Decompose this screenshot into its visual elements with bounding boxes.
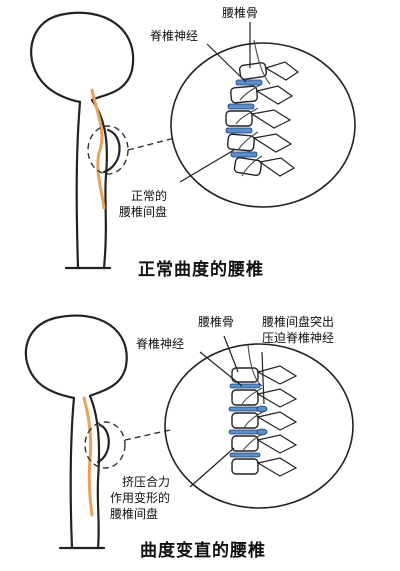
disc-normal [235,79,263,86]
label-disc-line3: 腰椎间盘 [110,506,158,521]
vertebra [231,458,259,475]
disc-normal [227,103,255,110]
figure-head-left [30,13,82,104]
vertebra [233,156,263,177]
panel-title-straightened: 曲度变直的腰椎 [140,540,266,561]
spinous-process [256,411,298,431]
figure-back [88,394,101,550]
label-disc-line1: 挤压合力 [122,474,170,489]
figure-head-left [24,316,76,400]
spinous-process [256,365,298,385]
lumbar-highlight-circle [87,125,129,175]
magnified-spine-normal [170,39,356,208]
label-disc-line1: 正常的 [131,188,167,203]
herniated-disc-bulge [256,405,268,413]
figure-normal [30,11,135,270]
lumbar-highlight-circle [84,421,126,469]
magnify-circle [164,343,354,509]
leader-nerve [206,43,247,83]
panel-normal-curvature: 腰椎骨 脊椎神经 正常的 腰椎间盘 正常曲度的腰椎 [30,5,356,280]
spine-curve-normal [90,88,106,210]
figure-buttock [102,128,121,174]
figure-straightened [24,314,128,550]
spinous-process [258,157,296,177]
zoom-connector [127,137,176,151]
label-disc-line2: 腰椎间盘 [119,204,167,219]
leader-disc [189,447,235,488]
spinal-nerve [235,107,259,125]
spinous-process [264,61,300,81]
disc-compressed [229,383,261,389]
leader-disc [179,149,235,183]
spinal-nerve [243,410,265,429]
disc-compressed [228,429,261,435]
vertebra [238,62,268,80]
label-spinal-nerve: 脊椎神经 [136,336,184,351]
vertebra [231,435,259,452]
figure-front [69,396,76,550]
herniated-disc-bulge [256,428,268,436]
label-disc-line2: 作用变形的 [110,490,170,505]
magnified-spine-straightened [164,343,354,509]
spinal-nerve [237,131,259,151]
label-vertebra: 腰椎骨 [222,5,258,20]
spinal-nerve [241,155,263,177]
spinous-process [255,85,294,105]
spinous-process [252,133,293,153]
leader-nerve [199,351,243,387]
figure-back [90,98,108,270]
vertebra [226,133,255,152]
vertebra [231,389,259,406]
label-vertebra: 腰椎骨 [198,314,234,329]
spinal-nerve [239,83,263,101]
zoom-connector [124,429,171,441]
panel-straightened-curvature: 腰椎骨 脊椎神经 腰椎间盘突出 压迫脊椎神经 挤压合力 作用变形的 腰椎间盘 曲… [24,314,354,561]
vertebra [225,110,253,127]
spinous-process [256,434,298,454]
spinous-process [250,109,292,129]
figure-head [58,11,135,102]
leader-herniation [261,351,265,405]
spinal-nerve [253,39,271,85]
disc-compressed [228,406,261,412]
label-herniation-line1: 腰椎间盘突出 [262,314,334,329]
vertebra [231,412,259,429]
spinal-nerve [241,433,263,453]
disc-compressed [229,452,261,458]
label-herniation-line2: 压迫脊椎神经 [262,330,334,345]
disc-normal [230,151,258,158]
spinous-process [256,457,298,477]
spinous-process [256,388,298,408]
magnify-circle [170,42,356,208]
vertebra [231,367,259,383]
spinal-nerve [241,387,263,405]
leader-vertebra [223,335,239,373]
disc-normal [225,127,253,134]
figure-buttock [96,423,110,464]
figure-head [53,314,128,398]
panel-title-normal: 正常曲度的腰椎 [138,259,264,280]
figure-front [75,100,82,270]
spinal-nerve [247,344,263,387]
label-spinal-nerve: 脊椎神经 [150,28,198,43]
